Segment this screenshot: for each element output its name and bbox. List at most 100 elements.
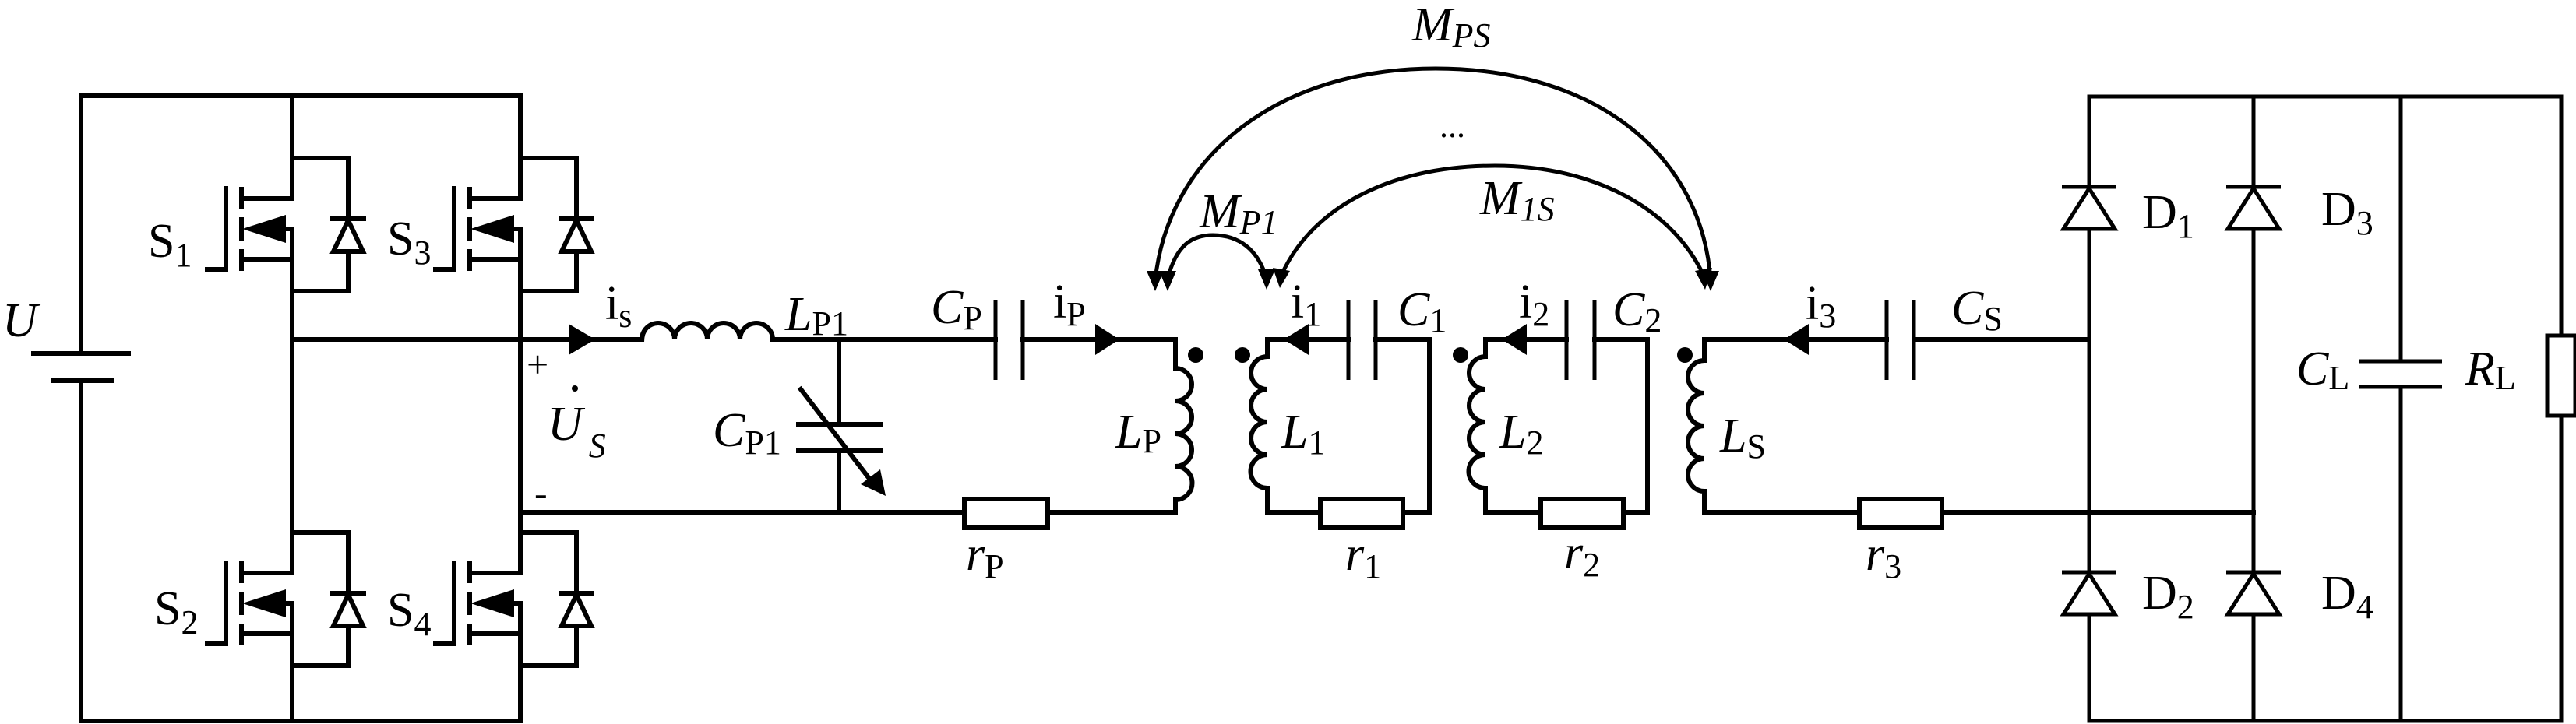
current-label-ip: iP [1053,276,1086,333]
inductor-lp [1045,337,1195,515]
arrow-mp1-left [1159,271,1176,291]
plus-sign: + [527,343,548,386]
resistor-rl [2545,333,2576,418]
current-label-i1: i1 [1291,276,1321,333]
arc-m1s [1277,163,1707,280]
body-arrow-icon [242,589,286,617]
current-arrow-i3 [1784,324,1809,355]
mosfet-s3 [433,156,595,293]
arrow-mp1-right [1258,269,1275,290]
current-arrow-is [569,324,595,355]
body-arrow-icon [470,215,514,243]
current-label-is: is [605,277,632,335]
diode-wire-bottom [518,624,579,668]
diode-d2 [2060,570,2119,617]
mosfet-group [205,156,595,668]
diode-label-d2: D2 [2142,567,2194,626]
diode-triangle [329,215,367,254]
secondary-circuit: i3 CS LS r3 [1677,277,2256,585]
diode-wire-bottom [290,624,351,668]
resistor-label-r3: r3 [1866,528,1901,585]
inductor-label-ls: LS [1719,409,1766,466]
diode-d4 [2224,570,2283,617]
arc-mp1 [1165,233,1269,279]
inductor-ls [1686,337,1889,515]
switch-label-s2: S2 [154,582,198,641]
inductor-l2 [1466,337,1569,515]
inductor-lp1 [639,321,998,343]
mutual-inductance: MPS MP1 M1S ... [1147,0,1719,291]
diode-label-d3: D3 [2321,183,2373,242]
loop1-wire [1373,337,1432,515]
current-label-i3: i3 [1806,277,1836,335]
dot-marker-l1 [1235,347,1250,363]
gate [205,186,228,272]
gate [205,561,228,646]
top-rail-wire [79,93,523,356]
ellipsis: ... [1440,107,1465,145]
relay-coil-2: i2 C2 L2 r2 [1453,276,1662,584]
body-arrow-icon [470,589,514,617]
capacitor-label-cp1: CP1 [713,404,781,462]
diode-wire-bottom [290,249,351,293]
current-arrow-i2 [1502,324,1527,355]
diode-label-d4: D4 [2321,567,2373,626]
inductor-label-lp: LP [1115,406,1161,460]
current-arrow-ip [1095,324,1119,355]
rectifier-top-rail [2087,94,2564,336]
capacitor-label-c1: C1 [1397,283,1447,339]
diode-triangle [2060,570,2119,617]
variable-arrow-shaft [797,385,876,487]
inductor-l1 [1248,337,1351,515]
resistor-label-r1: r1 [1345,528,1381,585]
diode-d3 [2224,185,2283,231]
rectifier-bottom-rail [2087,416,2564,723]
diode-label-d1: D1 [2142,186,2194,245]
dot-marker-ls [1677,347,1693,363]
body-arrow-icon [242,215,286,243]
mutual-label-mp1: MP1 [1199,185,1278,241]
resistor-r1 [1318,497,1405,530]
mutual-label-mps: MPS [1411,0,1491,54]
diode-triangle [2224,185,2283,231]
mosfet-s2 [205,530,367,668]
diode-triangle [2060,185,2119,231]
arrow-mps-left [1147,271,1164,291]
current-label-i2: i2 [1519,276,1549,333]
relay-coil-1: i1 C1 L1 r1 [1235,276,1447,585]
resistor-label-r2: r2 [1564,526,1600,584]
rectifier: D1 D3 D2 D4 CL RL [2060,94,2576,723]
diode-wire-top [290,156,351,221]
inductor-label-lp1: LP1 [784,288,848,343]
resistor-label-rp: rP [966,528,1004,585]
diode-d1 [2060,185,2119,231]
resistor-rp [962,497,1050,530]
loop2-wire [1592,337,1650,515]
current-arrow-i1 [1284,324,1309,355]
arrow-mps-right [1702,271,1719,291]
resistor-r2 [1538,497,1626,530]
variable-arrow-head [861,469,886,496]
diode-wire-top [518,530,579,596]
diode-triangle [558,215,595,254]
phasor-dot [572,385,578,392]
diode-triangle [329,589,367,628]
mutual-label-m1s: M1S [1479,172,1555,228]
resistor-r3 [1857,497,1944,530]
diode-wire-top [518,156,579,221]
switch-label-s3: S3 [387,213,431,272]
diode-wire-top [290,530,351,596]
arc-mps [1153,66,1713,281]
inductor-label-l1: L1 [1281,406,1325,462]
capacitor-label-cs: CS [1951,282,2003,338]
capacitor-label-cl: CL [2296,343,2349,397]
dc-source: U [2,93,523,723]
dot-marker-lp [1188,347,1203,363]
mosfet-s1 [205,156,367,293]
arrow-m1s-left [1273,268,1290,288]
diode-triangle [558,589,595,628]
mosfet-s4 [433,530,595,668]
